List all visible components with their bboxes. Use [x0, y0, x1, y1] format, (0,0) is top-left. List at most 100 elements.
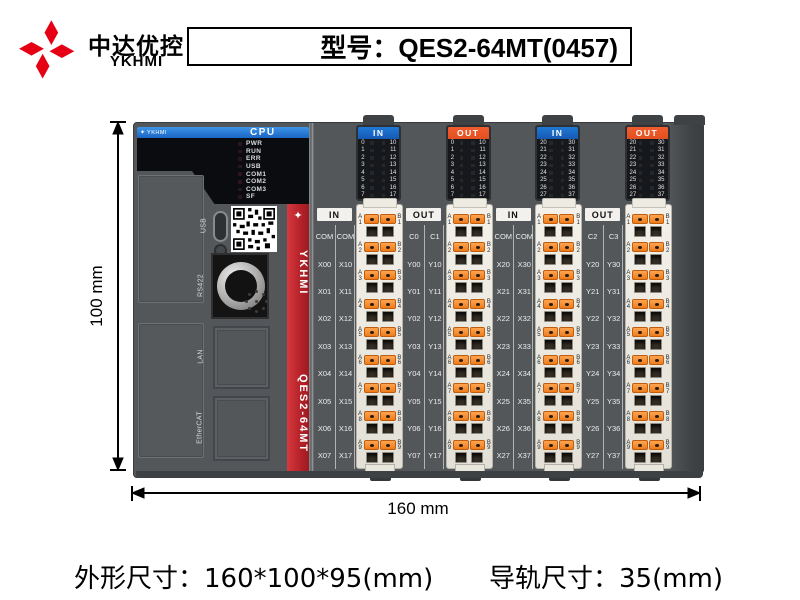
cpu-led-indicator [238, 164, 242, 169]
width-dimension-arrow [130, 486, 702, 501]
terminal-label: X06 [317, 423, 332, 433]
overall-size-text: 外形尺寸：160*100*95(mm) [74, 564, 434, 594]
led-indicator [370, 178, 374, 182]
terminal-label: C3 [608, 232, 619, 242]
led-number: 3 [450, 162, 455, 169]
terminal-label: X05 [317, 396, 332, 406]
wire-socket [544, 451, 557, 463]
io-direction-tag-2: OUT [406, 208, 442, 221]
led-indicator [650, 171, 654, 175]
led-number: 21 [540, 147, 547, 154]
terminal-label: Y00 [407, 259, 421, 269]
wire-clamp [469, 242, 485, 267]
wire-socket [633, 254, 646, 266]
wire-clamp [542, 354, 559, 380]
clamp-lever [364, 270, 380, 281]
ethercat-port [213, 396, 270, 461]
clamp-lever [380, 214, 396, 224]
wire-clamp [380, 439, 396, 465]
terminal-point-label: B 7 [486, 383, 491, 395]
clamp-lever [632, 383, 648, 394]
wire-socket [650, 366, 663, 378]
led-number: 27 [540, 192, 547, 199]
wire-socket [650, 254, 663, 266]
led-number: 20 [629, 139, 637, 146]
terminal-label: X17 [338, 451, 353, 461]
terminal-label: Y20 [586, 259, 600, 269]
terminal-label: X12 [338, 314, 353, 324]
led-indicator [560, 171, 565, 175]
wire-socket [471, 395, 484, 407]
terminal-point-label: B 5 [486, 326, 491, 339]
terminal-point-label: B 8 [576, 411, 581, 423]
led-number: 33 [657, 162, 665, 169]
led-number: 35 [657, 177, 665, 184]
terminal-label: X14 [338, 369, 353, 379]
terminal-point-label: B 3 [576, 270, 581, 282]
led-indicator [381, 148, 386, 152]
wire-socket [633, 226, 646, 237]
led-indicator [459, 141, 464, 145]
terminal-point-label: A 8 [447, 411, 452, 423]
clamp-lever [542, 326, 559, 337]
terminal-point-label: B 1 [576, 214, 581, 226]
led-indicator [638, 186, 642, 190]
clamp-lever [380, 439, 396, 450]
terminal-point-label: A 7 [626, 383, 631, 395]
wire-socket [633, 338, 646, 350]
clamp-lever [559, 411, 575, 422]
led-number: 2 [450, 154, 455, 161]
clamp-lever [632, 242, 648, 253]
wire-socket [650, 451, 663, 463]
cpu-bar-brand: YKHMI [147, 129, 167, 136]
cpu-led-label: RUN [246, 147, 262, 155]
terminal-point-label: B 3 [397, 270, 402, 282]
wire-clamp [559, 354, 575, 380]
terminal-label: Y11 [428, 286, 442, 296]
clamp-lever [559, 354, 575, 365]
wire-clamp [469, 214, 485, 239]
wire-socket [544, 254, 557, 266]
clamp-lever [542, 270, 559, 281]
wire-socket [381, 282, 394, 294]
clamp-lever [542, 383, 559, 394]
cpu-led-label: USB [246, 163, 261, 171]
clamp-lever [648, 270, 664, 281]
clamp-lever [469, 298, 485, 309]
led-number: 12 [389, 154, 397, 161]
model-number-box: 型号：QES2-64MT(0457) [187, 27, 632, 66]
clamp-lever [453, 411, 469, 422]
wire-clamp [632, 214, 648, 239]
terminal-point-label: A 5 [626, 326, 631, 339]
mount-tab [452, 115, 484, 125]
wire-clamp [380, 326, 396, 352]
terminal-point-label: A 1 [358, 214, 363, 226]
terminal-label: X16 [338, 423, 353, 433]
lan-port [213, 326, 270, 389]
cpu-led-row: PWR [238, 140, 266, 148]
terminal-label: Y10 [428, 259, 442, 269]
led-indicator [638, 178, 642, 182]
terminal-label: Y21 [586, 286, 600, 296]
wire-clamp [364, 354, 380, 380]
terminal-label: Y12 [428, 314, 442, 324]
clamp-lever [559, 298, 575, 309]
io-led-header: IN [358, 127, 400, 139]
clamp-lever [648, 298, 664, 309]
brand-diamond-icon: ✦ [140, 129, 146, 136]
terminal-label: X27 [496, 451, 510, 461]
clamp-lever [364, 242, 380, 253]
